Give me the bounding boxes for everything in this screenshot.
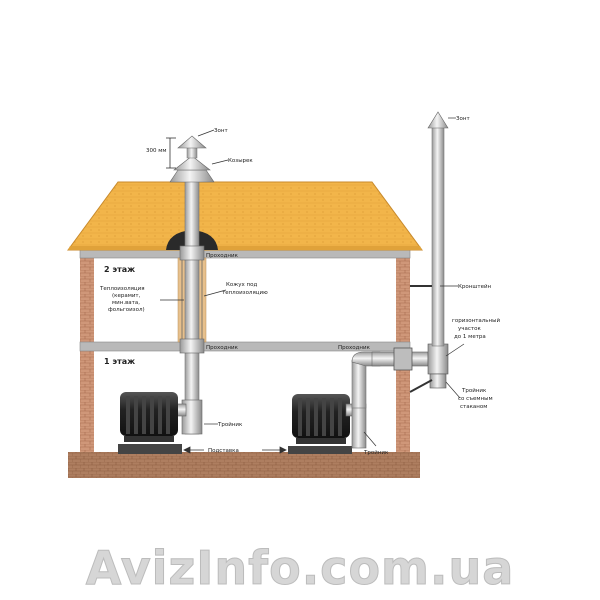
roof: [67, 181, 423, 251]
watermark: AvizInfo.com.ua: [86, 541, 515, 595]
stand-left: [118, 444, 182, 454]
label-cap: Козырек: [228, 158, 253, 164]
label-tee-removable-1: Тройник: [461, 387, 487, 394]
label-stand: Подставка: [208, 448, 239, 454]
ceiling-slab-middle: [79, 341, 411, 352]
passage-mid-fitting: [179, 338, 205, 354]
right-pipe-vertical: [351, 359, 367, 409]
label-passage-right: Проходник: [338, 345, 371, 351]
chimney-pipe-main: [184, 161, 200, 435]
umbrella-left: [177, 135, 207, 149]
outside-pipe-vertical: [431, 123, 445, 347]
label-floor-2: 2 этаж: [104, 265, 135, 274]
label-casing-2: теплоизоляцию: [222, 290, 268, 296]
stove-right: [292, 394, 350, 444]
label-dimension: 300 мм: [146, 148, 167, 154]
label-passage-mid: Проходник: [206, 345, 239, 351]
tee-left-body: [181, 399, 203, 435]
label-floor-1: 1 этаж: [104, 357, 135, 366]
removable-cup: [429, 373, 447, 389]
roof-shadow: [68, 246, 422, 250]
outside-tee: [427, 343, 449, 375]
passage-top-fitting: [179, 245, 205, 261]
ground-foundation: [68, 452, 420, 478]
label-horizontal-2: участок: [458, 326, 481, 332]
cap-top: [173, 155, 211, 171]
label-horizontal-1: горизонтальный: [452, 317, 500, 324]
stand-right: [288, 446, 352, 454]
label-insulation-3: мин.вата,: [112, 300, 140, 306]
label-insulation-2: (керамит,: [112, 293, 141, 299]
bracket-lower: [409, 379, 433, 393]
label-passage-top: Проходник: [206, 253, 239, 259]
leader-lines: [160, 117, 465, 447]
wall-passage-right: [393, 347, 413, 371]
label-bracket: Кронштейн: [458, 283, 492, 290]
label-umbrella-right: Зонт: [456, 116, 470, 122]
label-umbrella-left: Зонт: [214, 128, 228, 134]
label-insulation-4: фольгоизол): [108, 307, 145, 313]
label-tee-removable-3: стаканом: [460, 404, 487, 410]
label-tee-left: Тройник: [217, 421, 243, 428]
stand-arrows: [183, 446, 287, 454]
stove-left: [120, 392, 178, 442]
label-tee-removable-2: со съемным: [458, 396, 493, 402]
label-horizontal-3: до 1 метра: [454, 334, 486, 340]
label-tee-right: Тройник: [363, 449, 389, 456]
ceiling-slab-top: [79, 249, 411, 259]
umbrella-right: [427, 111, 449, 129]
label-casing-1: Кожух под: [226, 282, 257, 288]
cap: [169, 169, 215, 183]
label-insulation-1: Теплоизоляция: [99, 286, 145, 292]
right-tee-lower: [351, 403, 367, 449]
